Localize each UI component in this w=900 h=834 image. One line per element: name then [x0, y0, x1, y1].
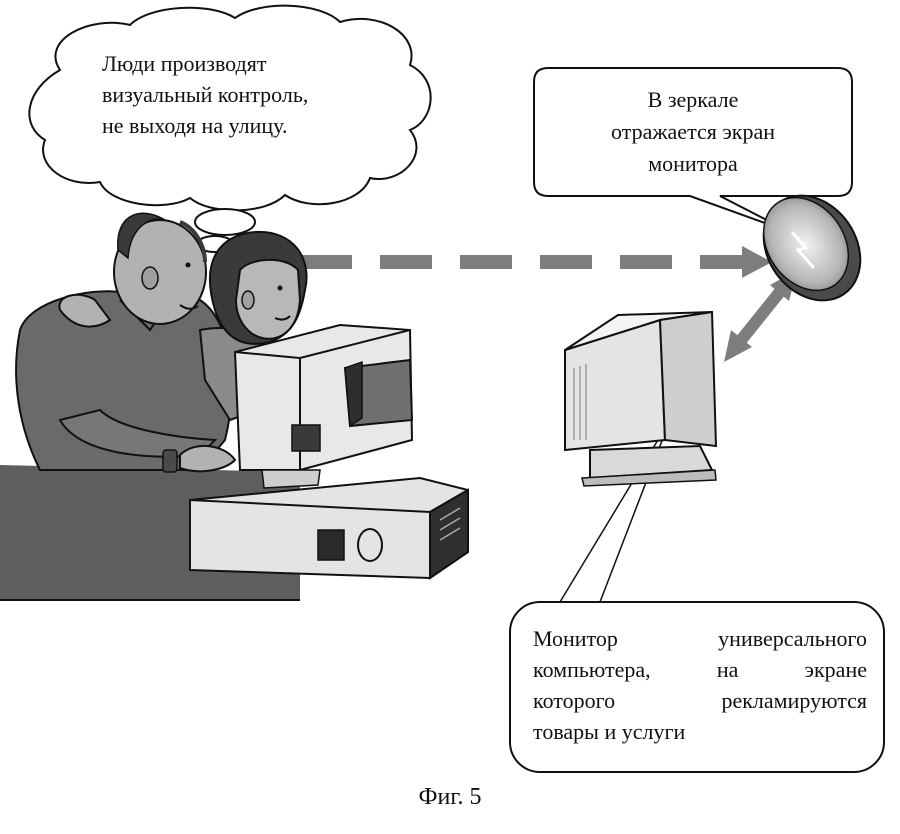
mirror-line-3: монитора — [548, 148, 838, 180]
monitor-line-4: товары и услуги — [533, 716, 867, 747]
thought-line-3: не выходя на улицу. — [102, 110, 382, 141]
mirror-icon — [744, 177, 880, 319]
thought-bubble-text: Люди производят визуальный контроль, не … — [102, 48, 382, 141]
monitor-icon — [565, 312, 716, 486]
monitor-line-1: Монитор универсального — [533, 623, 867, 654]
monitor-line-3: которого рекламируются — [533, 685, 867, 716]
figure-caption: Фиг. 5 — [0, 784, 900, 811]
monitor-callout-text: Монитор универсального компьютера, на эк… — [533, 623, 867, 747]
monitor-line-2: компьютера, на экране — [533, 654, 867, 685]
mirror-line-1: В зеркале — [548, 84, 838, 116]
thought-line-1: Люди производят — [102, 48, 382, 79]
thought-line-2: визуальный контроль, — [102, 79, 382, 110]
mirror-callout-text: В зеркале отражается экран монитора — [548, 84, 838, 180]
dashed-arrow-icon — [300, 246, 772, 278]
mirror-line-2: отражается экран — [548, 116, 838, 148]
